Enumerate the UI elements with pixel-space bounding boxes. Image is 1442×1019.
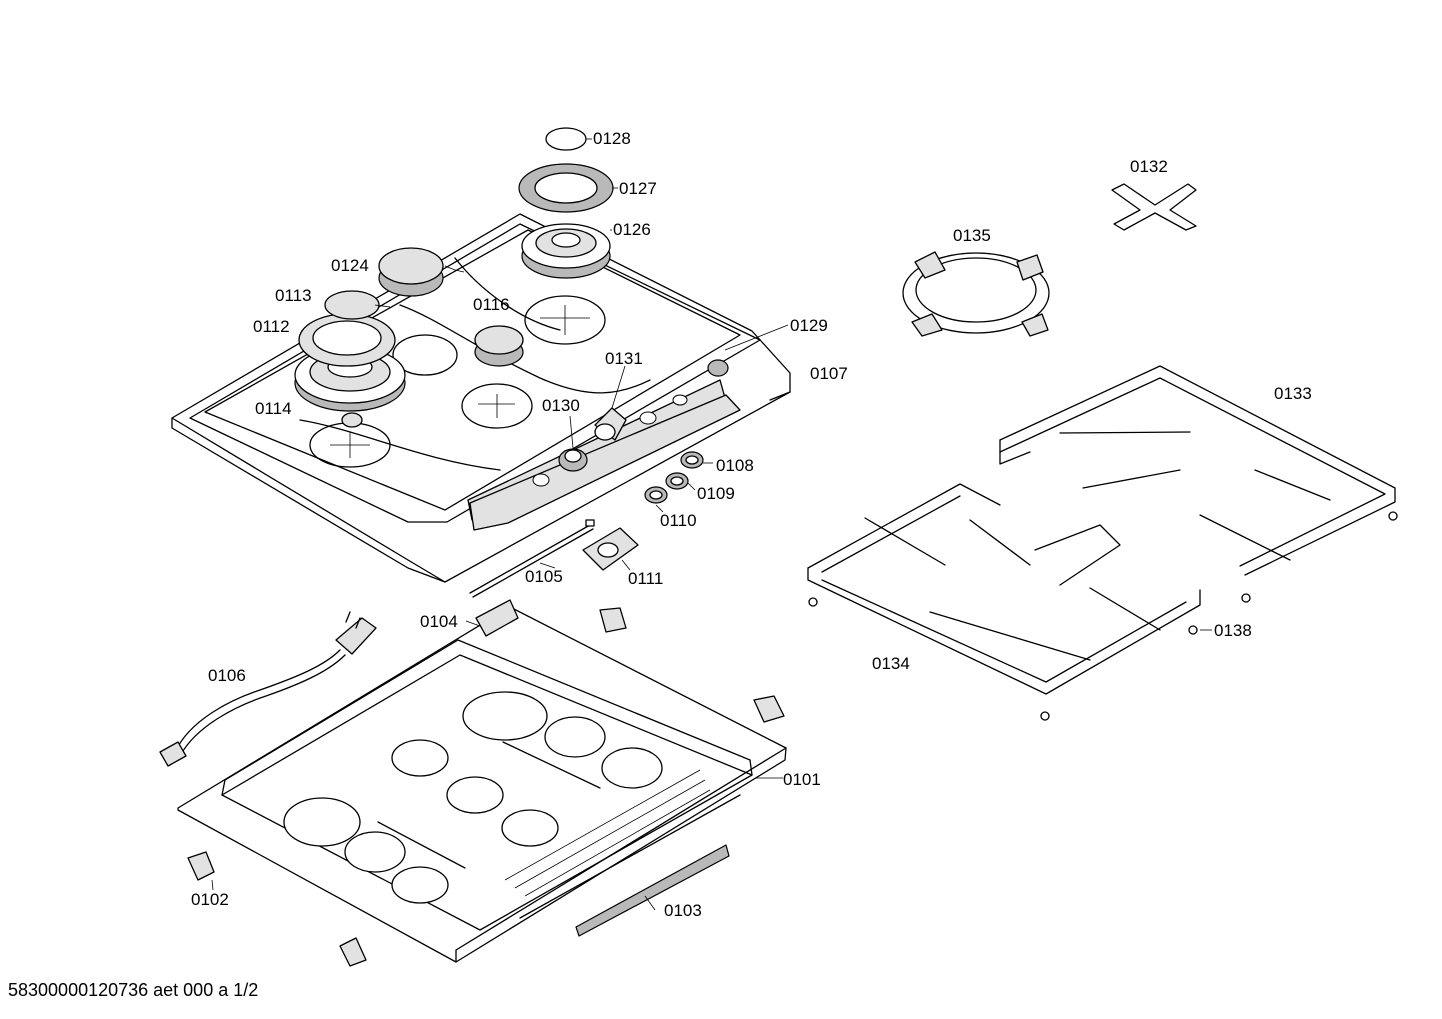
label-0129: 0129 [790, 316, 828, 335]
burner-ring-0127 [518, 163, 614, 213]
ignition-wire-0105 [469, 519, 595, 598]
power-cord-0106 [159, 611, 377, 767]
document-id: 58300000120736 aet 000 a 1/2 [8, 980, 259, 1000]
mounting-clips [187, 599, 785, 967]
label-0105: 0105 [525, 567, 563, 586]
label-0113: 0113 [275, 286, 312, 305]
pan-support-grid-0133 [999, 365, 1396, 576]
bottom-tray-0101 [177, 606, 787, 963]
burner-cap-0116 [474, 325, 524, 367]
label-0124: 0124 [331, 256, 369, 275]
label-0133: 0133 [1274, 384, 1312, 403]
label-0108: 0108 [716, 456, 754, 475]
wok-ring-0135 [902, 251, 1050, 337]
label-0116: 0116 [473, 295, 510, 314]
label-0112: 0112 [253, 317, 290, 336]
simmer-plate-0132 [1111, 183, 1197, 231]
label-0101: 0101 [783, 770, 821, 789]
burner-ring-0112 [298, 313, 396, 367]
spark-button-0107 [707, 359, 729, 377]
burner-cap-0124 [378, 247, 444, 297]
pan-support-grid-0134 [807, 483, 1201, 695]
control-knob-0131 [594, 407, 627, 441]
label-0110: 0110 [660, 511, 697, 530]
label-0138: 0138 [1214, 621, 1252, 640]
label-0114: 0114 [255, 399, 292, 418]
label-0103: 0103 [664, 901, 702, 920]
cooktop-top-panel [171, 213, 791, 583]
label-0104: 0104 [420, 612, 458, 631]
label-0109: 0109 [697, 484, 735, 503]
label-0106: 0106 [208, 666, 246, 685]
label-0128: 0128 [593, 129, 631, 148]
leader-lines [211, 138, 1212, 911]
part-labels: 0128 0127 0126 0124 0113 0116 0112 0129 … [191, 129, 1312, 920]
label-0134: 0134 [872, 654, 910, 673]
label-0107: 0107 [810, 364, 848, 383]
rubber-feet-0138 [808, 511, 1398, 721]
burner-wok-0126 [521, 223, 611, 279]
label-0127: 0127 [619, 179, 657, 198]
seal-rings [644, 451, 704, 504]
label-0111: 0111 [628, 569, 663, 588]
control-knob-0130 [558, 448, 588, 472]
trim-strip-0103 [575, 844, 730, 937]
label-0130: 0130 [542, 396, 580, 415]
burner-cap-0128 [545, 127, 587, 151]
ignition-switch-0111 [582, 527, 639, 571]
label-0135: 0135 [953, 226, 991, 245]
label-0131: 0131 [605, 349, 643, 368]
label-0126: 0126 [613, 220, 651, 239]
burner-cap-0113 [324, 290, 380, 320]
label-0132: 0132 [1130, 157, 1168, 176]
label-0102: 0102 [191, 890, 229, 909]
